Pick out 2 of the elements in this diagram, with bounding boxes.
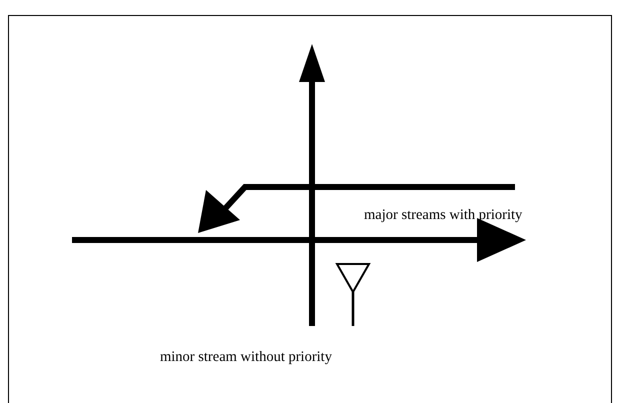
stream-label: major streams with priority	[364, 207, 522, 224]
stream-label: minor stream without priority	[160, 349, 332, 366]
